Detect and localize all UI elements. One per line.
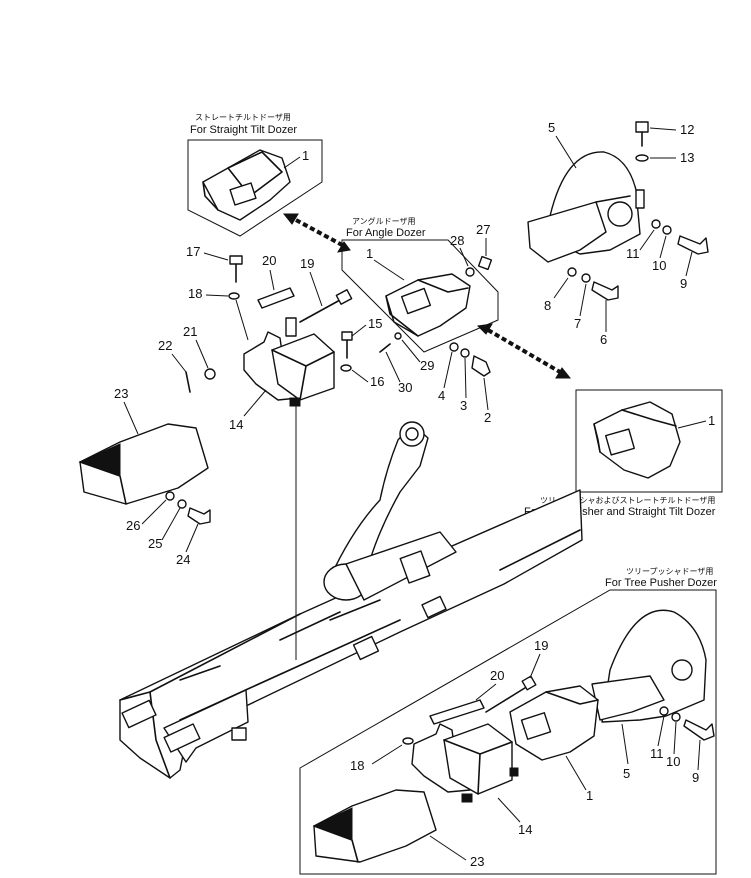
washer-29 [394, 332, 402, 340]
bolt-19 [335, 289, 353, 305]
washer-7 [581, 273, 591, 283]
washer-8 [567, 267, 577, 277]
label-25: 25 [148, 536, 162, 551]
bolt-17 [229, 255, 243, 265]
label-10-tree: 10 [666, 754, 680, 769]
washer-25 [177, 499, 187, 509]
washer-4 [449, 342, 459, 352]
inset-tree-straight: ツリープッシャおよびストレートチルトドーザ用 For Tree Pusher a… [524, 389, 723, 518]
inset-angle: アングルドーザ用 For Angle Dozer 1 27 28 [341, 216, 499, 353]
label-17: 17 [186, 244, 200, 259]
label-30: 30 [398, 380, 412, 395]
label-1-angle: 1 [366, 246, 373, 261]
label-20: 20 [262, 253, 276, 268]
label-19-tree: 19 [534, 638, 548, 653]
washer-16 [340, 364, 352, 372]
bolt-19-tree [521, 675, 537, 691]
washer-26 [165, 491, 175, 501]
bolt-12 [635, 121, 649, 133]
inset-tree-pusher: ツリープッシャドーザ用 For Tree Pusher Dozer 5 1 14… [299, 567, 717, 875]
pin-30 [379, 343, 391, 353]
label-5: 5 [548, 120, 555, 135]
caption-tree-pusher-en: For Tree Pusher Dozer [605, 577, 717, 589]
bolt-6 [591, 281, 619, 301]
label-7: 7 [574, 316, 581, 331]
washer-13 [635, 154, 649, 162]
label-9: 9 [680, 276, 687, 291]
bolt-24 [187, 507, 211, 525]
label-19: 19 [300, 256, 314, 271]
label-1-tree: 1 [586, 788, 593, 803]
washer-3 [460, 348, 470, 358]
bolt-15 [341, 331, 353, 341]
label-10: 10 [652, 258, 666, 273]
label-11-tree: 11 [650, 746, 664, 761]
label-21: 21 [183, 324, 197, 339]
caption-tree-straight-jp: ツリープッシャおよびストレートチルトドーザ用 [540, 496, 715, 505]
caption-straight-tilt-en: For Straight Tilt Dozer [190, 124, 297, 136]
pin-20-tree [429, 699, 485, 725]
washer-11 [651, 219, 661, 229]
arrow-right [476, 323, 572, 379]
arrow-left [282, 213, 351, 253]
label-28: 28 [450, 233, 464, 248]
label-23: 23 [114, 386, 128, 401]
label-3: 3 [460, 398, 467, 413]
caption-angle-jp: アングルドーザ用 [352, 216, 416, 226]
label-16: 16 [370, 374, 384, 389]
washer-18-tree [402, 737, 414, 745]
label-29: 29 [420, 358, 434, 373]
label-9-tree: 9 [692, 770, 699, 785]
bolt-9 [677, 235, 709, 255]
label-1-inset-a: 1 [302, 148, 309, 163]
bolt-2 [471, 355, 491, 377]
nut-21 [204, 368, 216, 380]
cover-1-tree [509, 685, 599, 761]
label-18-tree: 18 [350, 758, 364, 773]
pin-22 [185, 371, 191, 393]
label-20-tree: 20 [490, 668, 504, 683]
label-15: 15 [368, 316, 382, 331]
bracket-14-main: 14 [229, 317, 335, 432]
label-27: 27 [476, 222, 490, 237]
bolt-9-tree [683, 719, 715, 741]
label-13: 13 [680, 150, 694, 165]
label-23-tree: 23 [470, 854, 484, 869]
label-14: 14 [229, 417, 243, 432]
label-8: 8 [544, 298, 551, 313]
label-18: 18 [188, 286, 202, 301]
cover-23-tree [313, 789, 437, 863]
cover-23-main: 23 [78, 386, 209, 505]
inset-straight-tilt: ストレートチルトドーザ用 For Straight Tilt Dozer 1 [187, 113, 323, 237]
label-4: 4 [438, 388, 445, 403]
caption-angle-en: For Angle Dozer [346, 227, 426, 239]
label-1-tree-straight: 1 [708, 413, 715, 428]
guard-5-main: 5 [527, 120, 645, 263]
label-5-tree: 5 [623, 766, 630, 781]
label-22: 22 [158, 338, 172, 353]
arm [329, 423, 429, 579]
caption-tree-pusher-jp: ツリープッシャドーザ用 [626, 567, 713, 576]
pin-20 [257, 287, 295, 309]
label-2: 2 [484, 410, 491, 425]
label-12: 12 [680, 122, 694, 137]
label-14-tree: 14 [518, 822, 532, 837]
label-24: 24 [176, 552, 190, 567]
washer-18 [228, 292, 240, 300]
label-11: 11 [626, 246, 640, 261]
label-6: 6 [600, 332, 607, 347]
washer-10 [662, 225, 672, 235]
label-26: 26 [126, 518, 140, 533]
track-frame [119, 421, 583, 779]
caption-straight-tilt-jp: ストレートチルトドーザ用 [195, 113, 291, 122]
